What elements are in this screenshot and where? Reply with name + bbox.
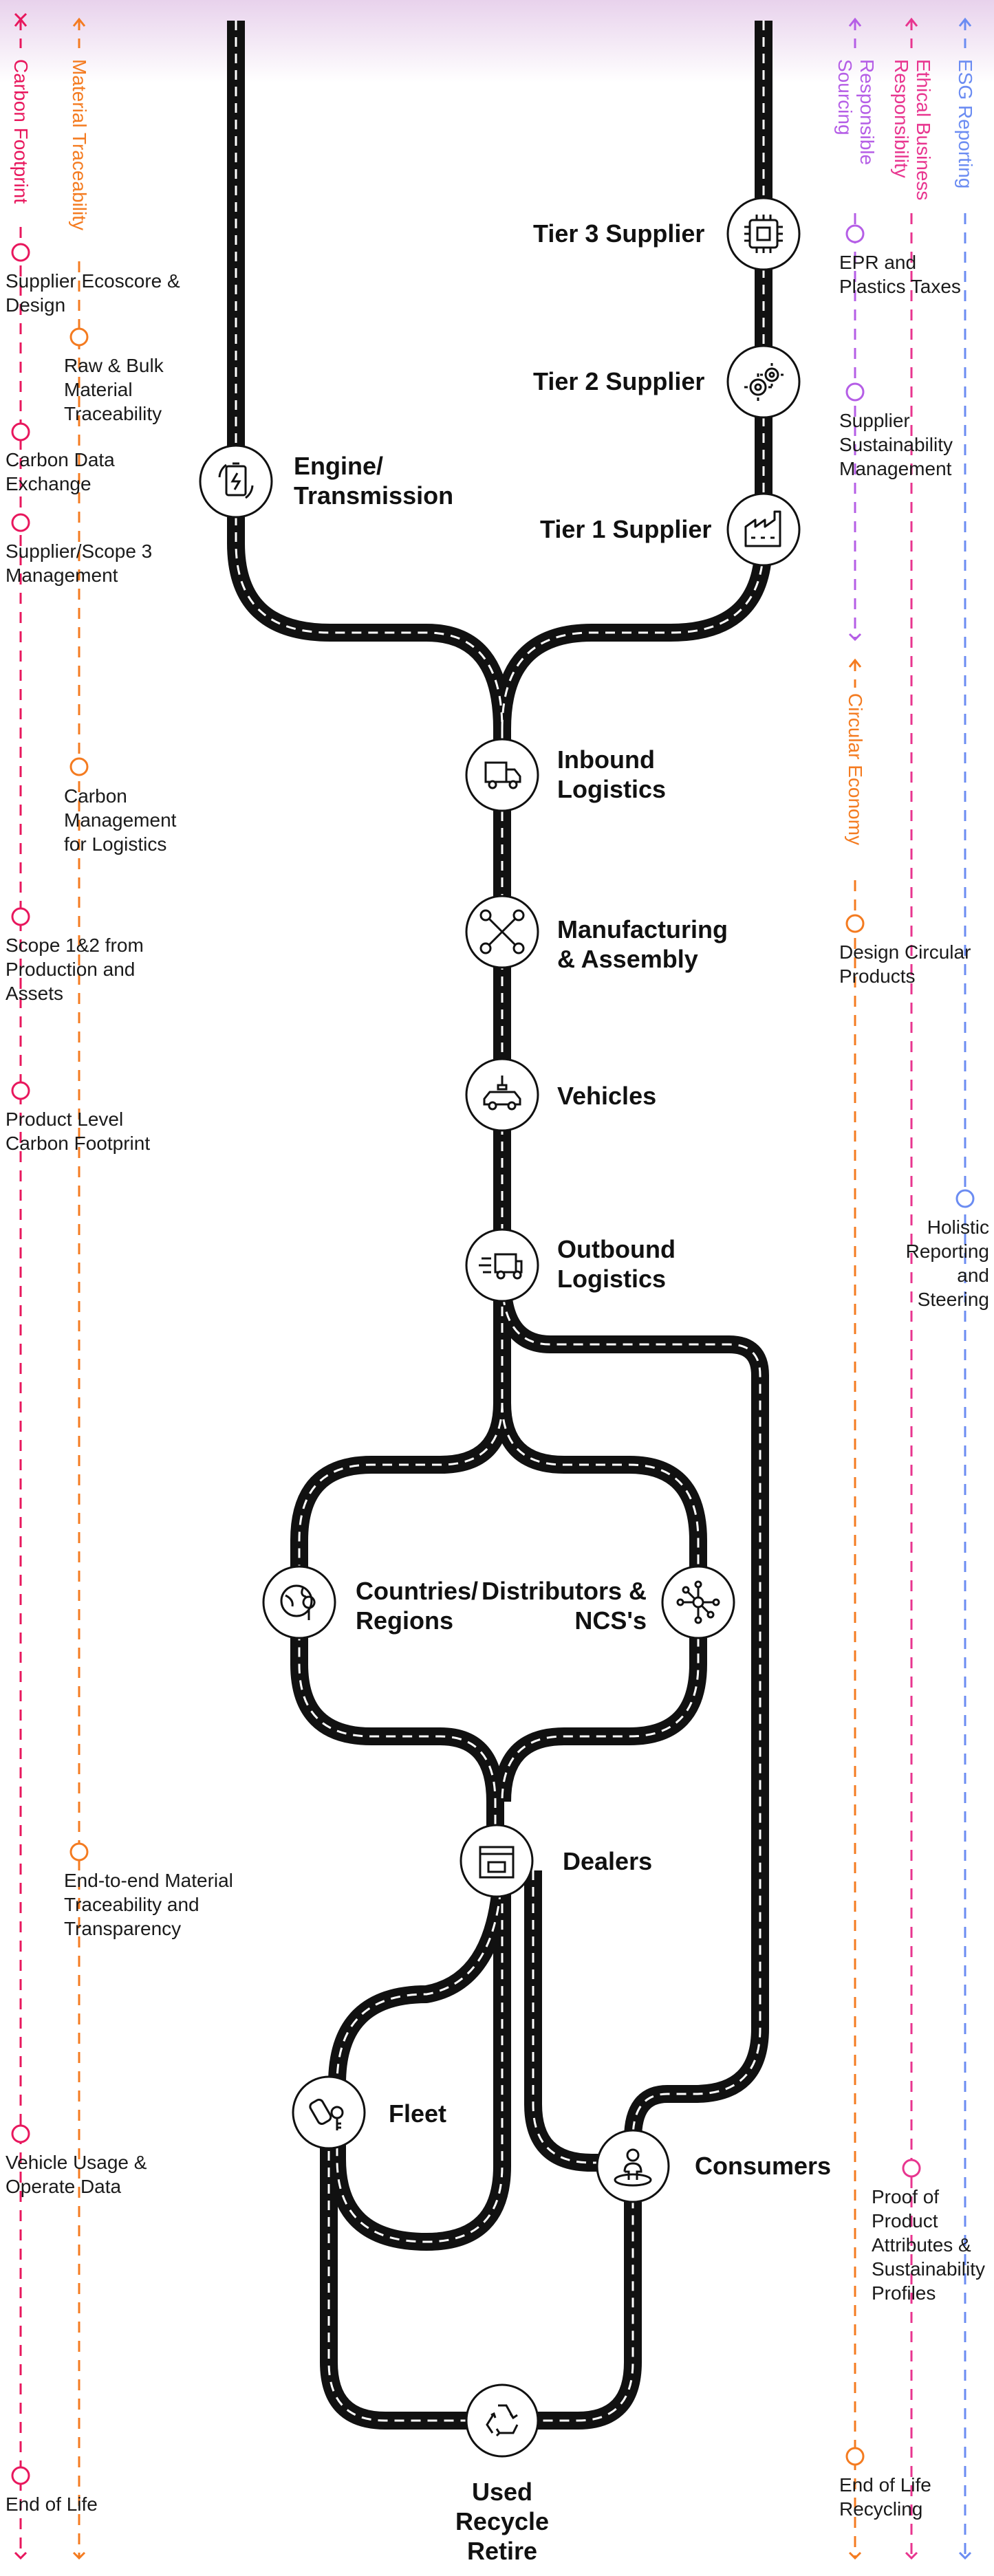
dealers-label: Dealers (563, 1847, 653, 1875)
engine-node (199, 444, 273, 519)
countries-label: Countries/ Regions (356, 1577, 479, 1635)
vehicles-label: Vehicles (557, 1082, 657, 1110)
car-keys-icon (309, 2098, 344, 2130)
consumers-label: Consumers (695, 2152, 832, 2180)
tier2-node (726, 345, 801, 419)
factory-icon (744, 510, 781, 547)
raw-bulk-text: Raw & Bulk Material Traceability (64, 355, 164, 424)
dot-carbon-logistics (69, 757, 89, 776)
responsible-sourcing-title: Responsible Sourcing (834, 59, 878, 166)
countries-node (262, 1565, 336, 1639)
dot-epr (845, 224, 865, 243)
wrench-icon (479, 909, 525, 954)
battery-cycle-icon (218, 462, 254, 499)
tier1-node (726, 492, 801, 567)
carbon-footprint-title: Carbon Footprint (10, 59, 32, 204)
road-dealers-fleet (328, 1856, 511, 2251)
vehicle-usage-text: Vehicle Usage & Operate Data (6, 2152, 147, 2197)
top-gradient (0, 0, 994, 83)
person-icon (614, 2148, 652, 2187)
track-circular-arrowhead (848, 658, 862, 668)
dot-vehicle-usage (11, 2124, 30, 2143)
e2e-material-text: End-to-end Material Traceability and Tra… (64, 1870, 233, 1939)
fast-truck-icon (479, 1253, 523, 1280)
scope3-text: Supplier/Scope 3 Management (6, 541, 153, 586)
dot-scope12 (11, 907, 30, 926)
track-ethical-arrowhead (905, 17, 918, 27)
supplier-ecoscore-text: Supplier Ecoscore & Design (6, 270, 180, 316)
car-assembly-icon (483, 1076, 521, 1111)
carbon-logistics-text: Carbon Management for Logistics (64, 785, 177, 855)
track-dots (11, 224, 975, 2485)
dot-product-cf (11, 1081, 30, 1100)
dot-raw-bulk (69, 327, 89, 347)
dot-holistic (955, 1189, 975, 1208)
track-esg-arrowhead (958, 17, 972, 27)
outbound-node (465, 1228, 539, 1302)
scope12-text: Scope 1&2 from Production and Assets (6, 935, 144, 1004)
ethical-business-title: Ethical Business Responsibility (891, 59, 934, 201)
tier3-label: Tier 3 Supplier (533, 219, 705, 248)
track-material-arrowhead (72, 17, 86, 27)
engine-label: Engine/ Transmission (294, 452, 454, 510)
dot-supplier-ecoscore (11, 243, 30, 262)
vehicles-node (465, 1058, 539, 1132)
truck-icon (484, 761, 521, 789)
dealers-node (460, 1824, 534, 1898)
material-traceability-title: Material Traceability (69, 59, 90, 230)
carbon-data-text: Carbon Data Exchange (6, 449, 115, 494)
used-node (465, 2383, 539, 2458)
manufacturing-label: Manufacturing & Assembly (557, 915, 728, 973)
consumers-node (596, 2129, 670, 2203)
holistic-text: Holistic Reporting and Steering (905, 1216, 989, 1310)
chip-icon (744, 215, 783, 253)
dot-carbon-data (11, 422, 30, 441)
supplier-sust-text: Supplier Sustainability Management (839, 410, 953, 479)
nodes (199, 197, 801, 2458)
outbound-label: Outbound Logistics (557, 1235, 676, 1293)
road-dealers-consumers (524, 1870, 626, 2172)
tier1-label: Tier 1 Supplier (540, 515, 712, 543)
gears-icon (744, 363, 784, 401)
track-responsible-arrowhead (848, 17, 862, 27)
tier3-node (726, 197, 801, 271)
track-carbon-arrowhead (14, 17, 28, 27)
manufacturing-node (465, 895, 539, 969)
recycle-icon (486, 2404, 519, 2437)
circular-economy-title: Circular Economy (845, 693, 866, 845)
dot-e2e-material (69, 1842, 89, 1862)
dot-scope3 (11, 513, 30, 532)
inbound-node (465, 738, 539, 812)
fleet-label: Fleet (389, 2099, 447, 2128)
epr-text: EPR and Plastics Taxes (839, 252, 961, 297)
eol-recycling-text: End of Life Recycling (839, 2474, 931, 2520)
tier2-label: Tier 2 Supplier (533, 367, 705, 395)
used-label: Used Recycle Retire (455, 2478, 550, 2565)
store-icon (479, 1846, 515, 1879)
globe-pin-icon (280, 1584, 316, 1620)
fleet-node (292, 2075, 366, 2150)
dot-end-of-life (11, 2466, 30, 2485)
distributors-label: Distributors & NCS's (482, 1577, 647, 1635)
end-of-life-text: End of Life (6, 2493, 98, 2515)
esg-reporting-title: ESG Reporting (955, 59, 976, 189)
distributors-node (661, 1565, 735, 1639)
dot-supplier-sust (845, 382, 865, 402)
dot-eol-recycling (845, 2447, 865, 2466)
network-icon (676, 1580, 720, 1624)
dot-proof (902, 2159, 921, 2178)
inbound-label: Inbound Logistics (557, 745, 667, 803)
product-cf-text: Product Level Carbon Footprint (6, 1109, 151, 1154)
dot-design-circular (845, 914, 865, 933)
proof-text: Proof of Product Attributes & Sustainabi… (872, 2186, 985, 2304)
design-circular-text: Design Circular Products (839, 941, 971, 987)
